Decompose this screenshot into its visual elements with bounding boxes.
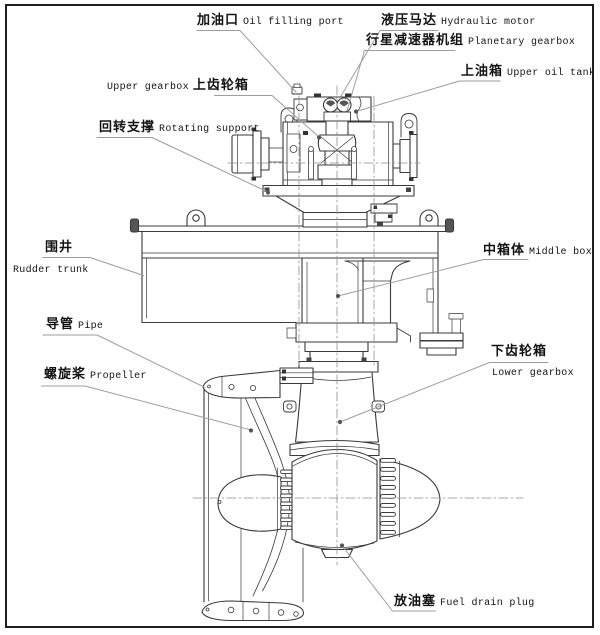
- label-en: Middle box: [529, 247, 593, 258]
- label-zh: 放油塞: [394, 594, 437, 609]
- deck-flange-drawing: [129, 209, 455, 259]
- lower-gearbox-drawing: [283, 371, 385, 457]
- label-en: Hydraulic motor: [441, 17, 536, 28]
- label-zh: 上油箱: [461, 64, 504, 79]
- label-zh: 围井: [45, 240, 74, 255]
- label-en: Propeller: [90, 371, 147, 382]
- label-en: Oil filling port: [243, 17, 344, 28]
- label-zh: 导管: [46, 317, 75, 332]
- label-zh: 加油口: [197, 13, 240, 28]
- oil-filling-port-part: [291, 86, 303, 95]
- label-zh: 液压马达: [381, 13, 438, 28]
- leader-lines: [41, 30, 549, 612]
- label-en: Upper gearbox: [107, 82, 189, 93]
- label-en: Rudder trunk: [13, 265, 89, 276]
- label-rudder-trunk-en: Rudder trunk: [13, 261, 89, 277]
- label-zh: 螺旋桨: [44, 367, 87, 382]
- label-zh: 上齿轮箱: [192, 78, 249, 93]
- upper-gearbox-drawing: [231, 83, 418, 228]
- label-en: Pipe: [78, 321, 104, 332]
- label-en: Lower gearbox: [492, 368, 574, 379]
- label-lower-gearbox-en: Lower gearbox: [492, 364, 574, 380]
- label-zh: 行星减速器机组: [366, 33, 465, 48]
- label-zh: 下齿轮箱: [491, 344, 548, 359]
- propeller-hub-drawing: [217, 448, 441, 559]
- label-en: Fuel drain plug: [440, 598, 535, 609]
- label-zh: 中箱体: [483, 243, 526, 258]
- label-en: Upper oil tank: [507, 68, 596, 79]
- middle-box-drawing: [286, 257, 411, 373]
- rudder-trunk-drawing: [141, 257, 464, 356]
- label-rudder-trunk-zh: 围井: [45, 240, 73, 254]
- label-en: Rotating support: [159, 124, 260, 135]
- centerlines: [192, 85, 524, 566]
- label-lower-gearbox-zh: 下齿轮箱: [491, 344, 547, 358]
- label-en: Planetary gearbox: [468, 37, 576, 48]
- label-zh: 回转支撑: [99, 120, 156, 135]
